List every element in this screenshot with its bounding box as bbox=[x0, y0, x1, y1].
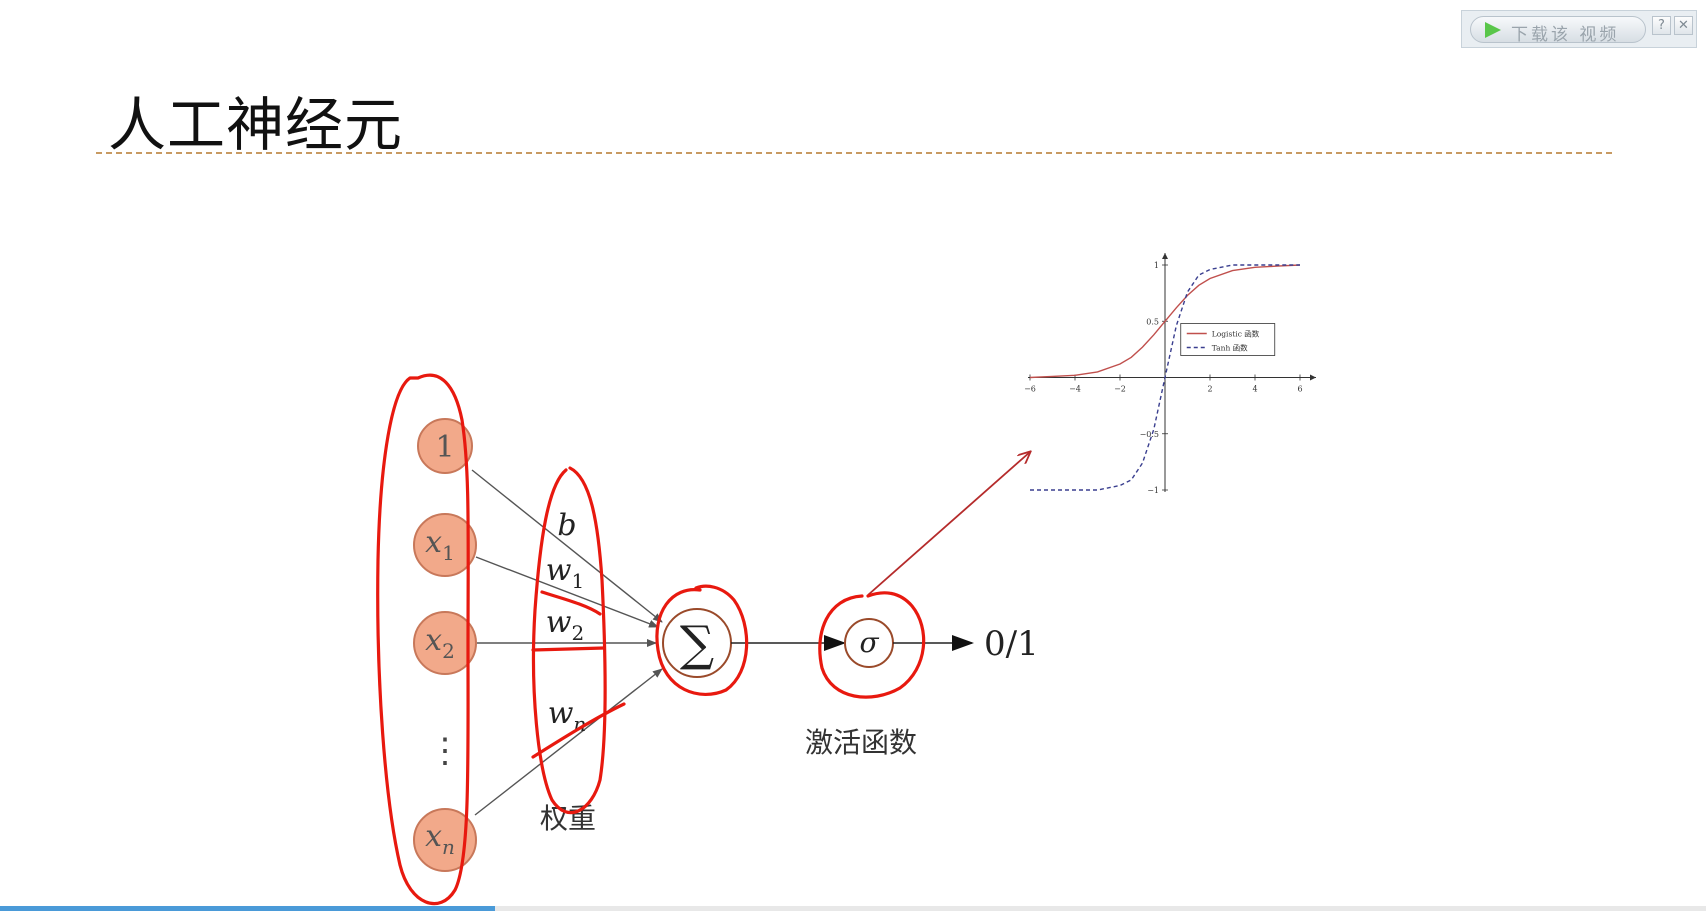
annotation-underline-wn bbox=[531, 702, 626, 759]
input-node-xn bbox=[413, 808, 477, 872]
x-tick-label: −6 bbox=[1024, 385, 1036, 394]
input-node-x1 bbox=[413, 513, 477, 577]
pointer-arrow bbox=[867, 452, 1030, 596]
y-tick-label: 1 bbox=[1154, 261, 1159, 270]
download-video-label: 下载该 视频 bbox=[1511, 25, 1620, 45]
annotation-sum-loop bbox=[655, 584, 749, 696]
input-subscript-x2: 2 bbox=[442, 639, 455, 663]
input-label-x1: x1 bbox=[425, 525, 455, 565]
legend-label-1: Tanh 函数 bbox=[1212, 343, 1248, 353]
input-node-1 bbox=[417, 418, 473, 474]
title-divider bbox=[96, 152, 1612, 154]
close-button[interactable]: ✕ bbox=[1674, 16, 1693, 35]
input-label-1: 1 bbox=[435, 430, 454, 465]
weights-caption: 权重 bbox=[540, 802, 596, 835]
output-label: 0/1 bbox=[984, 624, 1039, 664]
input-subscript-x1: 1 bbox=[442, 541, 455, 565]
input-label-x2: x2 bbox=[425, 623, 455, 663]
x-axis-arrow bbox=[1310, 374, 1316, 381]
annotation-activation-loop bbox=[818, 591, 926, 699]
download-widget: 下载该 视频 ? ✕ bbox=[1461, 10, 1697, 48]
player-progress-fill bbox=[0, 906, 495, 911]
annotation-weights-loop bbox=[531, 466, 607, 814]
sum-symbol: ∑ bbox=[680, 616, 714, 672]
input-ellipsis: ⋮ bbox=[428, 731, 462, 771]
annotation-underline-w2 bbox=[531, 646, 606, 652]
x-tick-label: 4 bbox=[1252, 385, 1257, 394]
series-line-1 bbox=[1030, 264, 1300, 491]
x-tick-label: −2 bbox=[1114, 385, 1126, 394]
y-tick-label: −0.5 bbox=[1140, 430, 1159, 439]
legend-label-0: Logistic 函数 bbox=[1212, 329, 1260, 339]
download-video-button[interactable]: 下载该 视频 bbox=[1470, 16, 1646, 45]
annotation-inputs-loop bbox=[376, 373, 470, 906]
weight-b: b bbox=[557, 508, 576, 543]
help-button[interactable]: ? bbox=[1652, 16, 1671, 35]
x-tick-label: 2 bbox=[1207, 385, 1212, 394]
edge-x1-to-sum bbox=[475, 556, 659, 628]
y-tick-label: −1 bbox=[1147, 486, 1159, 495]
y-tick-label: 0.5 bbox=[1146, 317, 1159, 326]
edge-1-to-sum bbox=[471, 469, 663, 623]
player-progress-bar[interactable] bbox=[0, 906, 1706, 911]
weight-subscript-w1: 1 bbox=[571, 569, 584, 593]
y-axis-arrow bbox=[1162, 253, 1168, 259]
activation-caption: 激活函数 bbox=[805, 726, 917, 759]
play-icon bbox=[1485, 22, 1501, 38]
weight-subscript-w2: 2 bbox=[571, 621, 584, 645]
series-line-0 bbox=[1029, 264, 1301, 379]
input-node-x2 bbox=[413, 611, 477, 675]
input-label-xn: xn bbox=[425, 819, 455, 859]
input-subscript-xn: n bbox=[442, 835, 455, 859]
weight-w2: w2 bbox=[546, 605, 584, 645]
weight-wn: wn bbox=[548, 696, 587, 736]
annotation-underline-w1 bbox=[540, 590, 602, 616]
x-tick-label: 6 bbox=[1297, 385, 1302, 394]
handwritten-annotations bbox=[376, 373, 926, 906]
activation-symbol: σ bbox=[859, 626, 879, 659]
activation-chart: −6 −4 −2 2 4 6 1 0.5 −0.5 −1 Logistic 函数 Tanh 函数 bbox=[1024, 253, 1316, 495]
weight-w1: w1 bbox=[546, 553, 584, 593]
x-tick-label: −4 bbox=[1069, 385, 1081, 394]
legend-box bbox=[1180, 323, 1276, 356]
edge-xn-to-sum bbox=[474, 668, 663, 816]
slide-title: 人工神经元 bbox=[108, 91, 404, 159]
